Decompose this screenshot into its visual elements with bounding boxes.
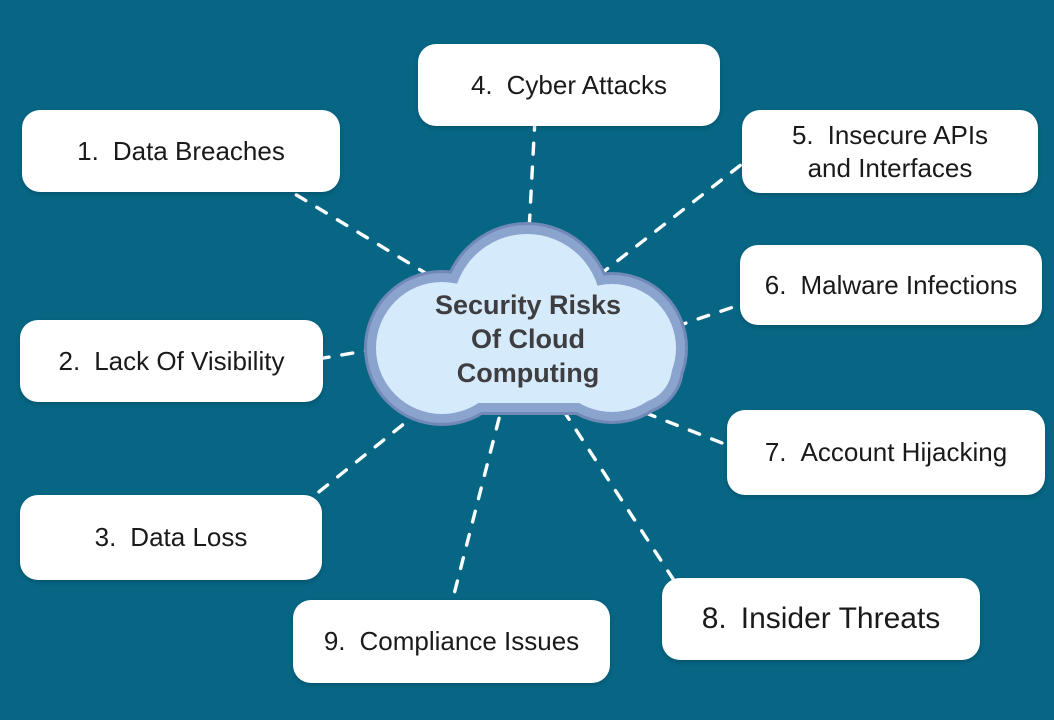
node-label: Data Loss	[130, 522, 248, 552]
node-label: Compliance Issues	[359, 626, 580, 656]
node-box-account-hijacking: 7. Account Hijacking	[727, 410, 1045, 495]
cloud-title: Security Risks Of Cloud Computing	[395, 288, 661, 390]
node-box-data-breaches: 1. Data Breaches	[22, 110, 340, 192]
node-box-insecure-apis: 5. Insecure APIs and Interfaces	[742, 110, 1038, 193]
node-number: 9.	[323, 626, 346, 656]
node-box-insider-threats: 8. Insider Threats	[662, 578, 980, 660]
node-label: Lack Of Visibility	[94, 345, 285, 376]
connector-line-5	[578, 148, 762, 292]
node-box-malware-infections: 6. Malware Infections	[740, 245, 1042, 325]
cloud-title-line-2: Of Cloud	[471, 324, 585, 354]
node-box-data-loss: 3. Data Loss	[20, 495, 322, 580]
node-box-compliance-issues: 9. Compliance Issues	[293, 600, 610, 683]
node-label: Cyber Attacks	[506, 69, 668, 100]
node-label-line-2: and Interfaces	[807, 152, 973, 183]
node-number: 7.	[764, 437, 787, 467]
cloud-title-line-3: Computing	[456, 358, 600, 388]
node-label: Insider Threats	[740, 602, 941, 635]
node-number: 8.	[701, 602, 727, 635]
node-number: 3.	[94, 522, 117, 552]
node-number: 6.	[764, 269, 787, 300]
node-box-lack-of-visibility: 2. Lack Of Visibility	[20, 320, 323, 402]
node-label: Malware Infections	[800, 269, 1018, 300]
node-box-cyber-attacks: 4. Cyber Attacks	[418, 44, 720, 126]
connector-line-8	[548, 388, 692, 607]
node-label: Data Breaches	[112, 135, 285, 166]
node-label-wrap: 5. Insecure APIs and Interfaces	[792, 119, 988, 185]
cloud-title-line-1: Security Risks	[434, 290, 622, 320]
node-number: 5.	[791, 119, 814, 150]
node-number: 2.	[58, 345, 81, 376]
node-number: 1.	[77, 135, 99, 166]
node-label: Insecure APIs	[827, 119, 989, 150]
cloud-shape-fill	[376, 234, 676, 414]
connector-line-9	[448, 393, 507, 612]
node-number: 4.	[470, 69, 493, 100]
node-label: Account Hijacking	[800, 437, 1008, 467]
